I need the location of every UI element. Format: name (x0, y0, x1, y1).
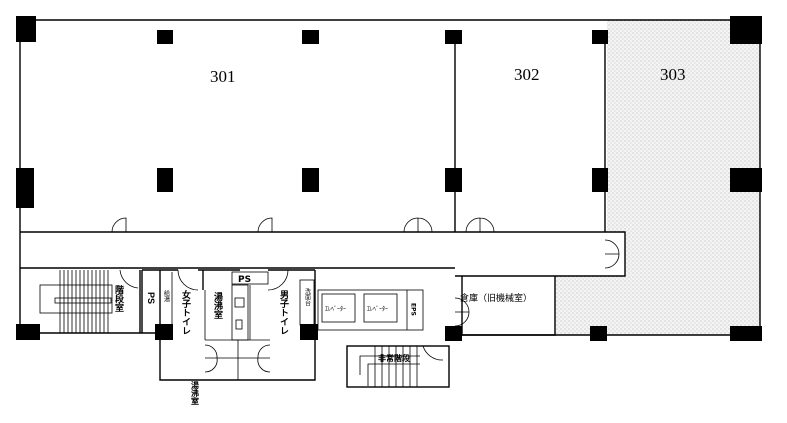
label-emergency-stair: 非常階段 (378, 353, 410, 363)
label-stair-room: 階段室 (113, 284, 124, 312)
label-yuwakashi-below: 湯沸室 (191, 380, 200, 406)
elevator-2 (363, 293, 398, 323)
label-storage: 倉庫（旧機械室） (460, 292, 532, 304)
label-sink: 洗面台 (304, 287, 311, 307)
toilet-block (141, 269, 316, 381)
label-ps-1: PS (146, 292, 156, 304)
doors (111, 217, 620, 327)
storage-wall (461, 276, 556, 336)
label-kyuto-small: 給湯 (163, 289, 170, 303)
label-elevator-1: ｴﾚﾍﾞｰﾀｰ (325, 306, 346, 313)
room-label-302: 302 (514, 65, 540, 84)
stair-room (39, 269, 141, 333)
label-mens-toilet: 男子トイレ (278, 290, 289, 335)
room-303-area[interactable] (555, 20, 760, 335)
room-label-301: 301 (210, 67, 236, 86)
label-ps-2: PS (238, 275, 251, 285)
corridor-bottom-wall (20, 231, 626, 277)
emergency-stair (346, 345, 450, 388)
elevator-1 (321, 293, 356, 323)
room-label-303: 303 (660, 65, 686, 84)
elevator-hall (317, 289, 424, 331)
structural-columns (16, 16, 762, 341)
label-elevator-2: ｴﾚﾍﾞｰﾀｰ (367, 306, 388, 313)
label-yuwakashi: 湯沸室 (212, 291, 223, 319)
label-eps: EPS (410, 303, 417, 316)
label-womens-toilet: 女子トイレ (180, 289, 191, 335)
